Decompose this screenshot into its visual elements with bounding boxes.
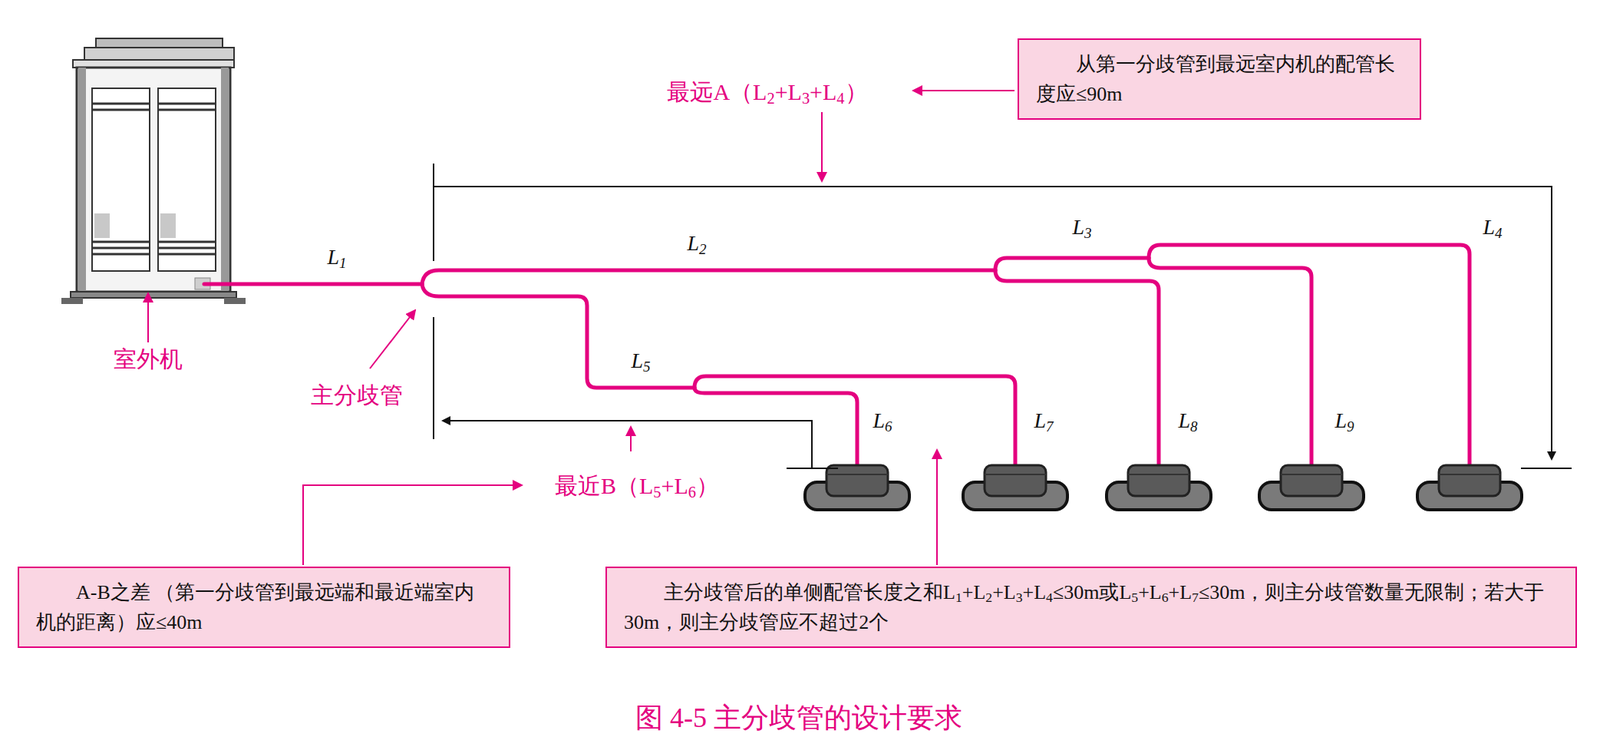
pipe-label: L7 (1033, 408, 1053, 433)
part-label: 主分歧管 (310, 379, 403, 412)
callout-box: A-B之差 （第一分歧管到最远端和最近端室内机的距离）应≤40m (17, 566, 511, 648)
pipe-label: L8 (1177, 408, 1198, 433)
refrigerant-pipes (204, 244, 1470, 465)
pipe-label: L1 (326, 244, 347, 270)
callout-text: 从第一分歧管到最远室内机的配管长度应≤90m (1035, 49, 1403, 109)
dimension-lines (433, 163, 1572, 469)
pipe-label: L5 (630, 348, 650, 373)
dimension-label: 最远A（L2+L3+L4） (666, 76, 868, 109)
dimension-label: 最近B（L5+L6） (554, 470, 720, 502)
callout-text: A-B之差 （第一分歧管到最远端和最近端室内机的距离）应≤40m (36, 577, 492, 637)
leader-arrows (148, 90, 1015, 565)
callout-box: 从第一分歧管到最远室内机的配管长度应≤90m (1017, 38, 1422, 120)
pipe-label: L4 (1482, 214, 1502, 240)
callout-box: 主分歧管后的单侧配管长度之和L1+L2+L3+L4≤30m或L5+L6+L7≤3… (605, 566, 1577, 648)
pipe-label: L3 (1072, 214, 1092, 240)
outdoor-unit (61, 38, 246, 304)
part-label: 室外机 (113, 343, 183, 376)
figure-caption: 图 4-5 主分歧管的设计要求 (635, 699, 963, 737)
callout-text: 主分歧管后的单侧配管长度之和L1+L2+L3+L4≤30m或L5+L6+L7≤3… (623, 577, 1559, 637)
pipe-label: L2 (686, 230, 706, 256)
pipe-label: L9 (1334, 408, 1354, 433)
indoor-units (804, 465, 1522, 510)
pipe-label: L6 (872, 408, 892, 433)
